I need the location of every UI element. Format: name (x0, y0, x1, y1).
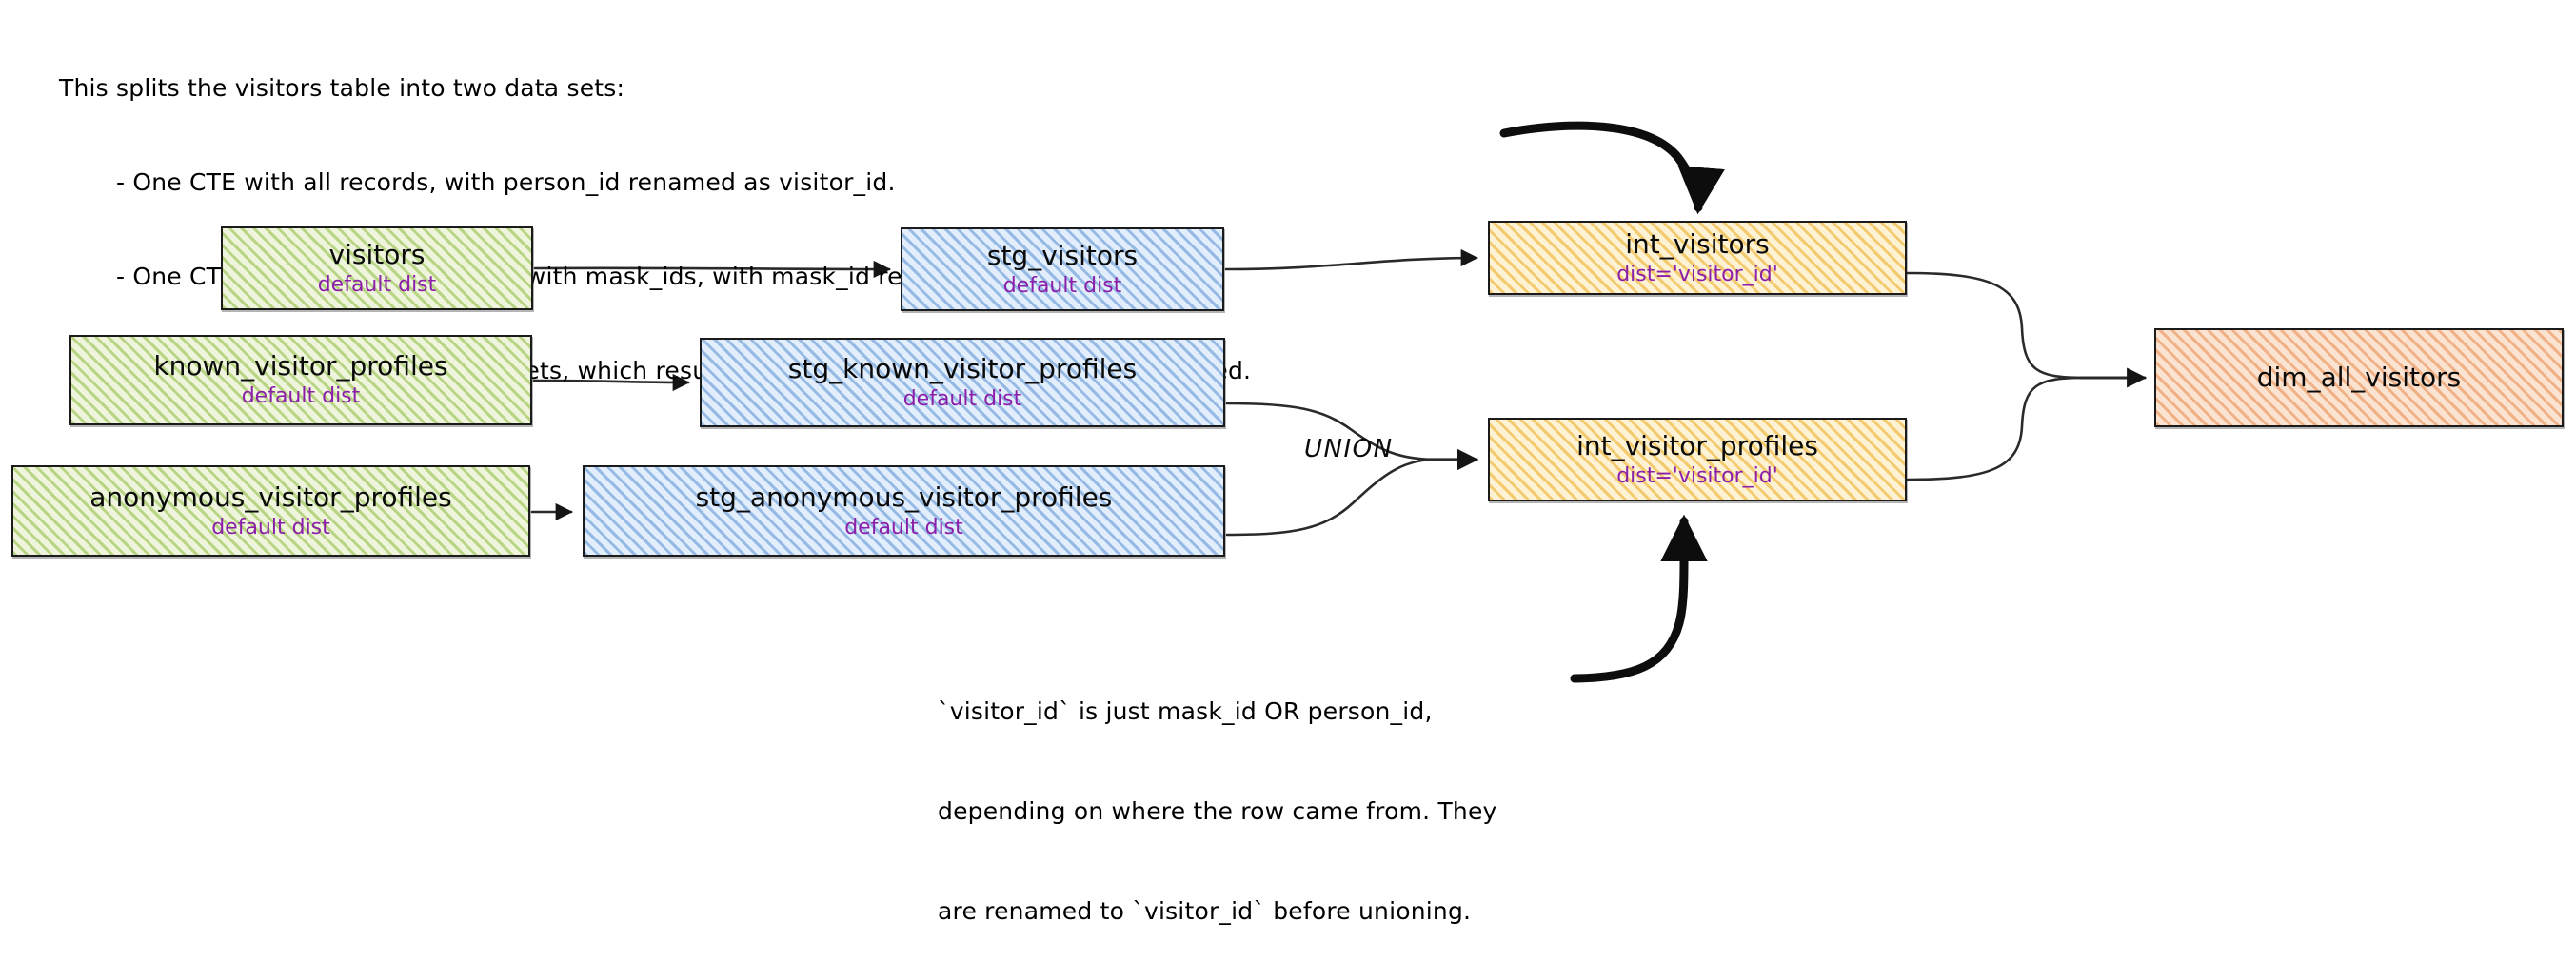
node-anonymous-visitor-profiles[interactable]: anonymous_visitor_profiles default dist (11, 465, 530, 557)
node-stg-anonymous-visitor-profiles[interactable]: stg_anonymous_visitor_profiles default d… (583, 465, 1225, 557)
edge-visitors-to-stg-visitors (533, 260, 891, 279)
edge-stg-anonymous-to-union (1225, 458, 1435, 537)
node-known-visitor-profiles[interactable]: known_visitor_profiles default dist (69, 335, 532, 425)
edge-stg-visitors-to-int-visitors (1224, 248, 1478, 271)
node-visitors[interactable]: visitors default dist (221, 226, 533, 310)
node-anonymous-visitor-profiles-subtitle: default dist (211, 515, 330, 539)
node-known-visitor-profiles-subtitle: default dist (241, 384, 361, 408)
node-visitors-subtitle: default dist (317, 272, 437, 297)
edge-known-to-stg-known (532, 373, 690, 392)
node-known-visitor-profiles-title: known_visitor_profiles (153, 350, 448, 382)
node-stg-known-visitor-profiles-subtitle: default dist (902, 386, 1022, 411)
edge-int-visitor-profiles-to-dim (1906, 376, 2087, 481)
node-stg-known-visitor-profiles[interactable]: stg_known_visitor_profiles default dist (700, 338, 1225, 427)
diagram-edges-layer (530, 121, 2148, 683)
node-stg-visitors-subtitle: default dist (1002, 273, 1122, 298)
node-int-visitors[interactable]: int_visitors dist='visitor_id' (1488, 221, 1907, 295)
edge-label-union: UNION (1304, 435, 1394, 463)
edge-stg-known-to-union (1225, 402, 1435, 461)
node-dim-all-visitors[interactable]: dim_all_visitors (2154, 328, 2564, 427)
footer-annotation-line-3: are renamed to `visitor_id` before union… (938, 897, 1472, 925)
node-stg-visitors[interactable]: stg_visitors default dist (901, 227, 1224, 311)
node-int-visitors-subtitle: dist='visitor_id' (1616, 262, 1778, 286)
footer-annotation-line-2: depending on where the row came from. Th… (938, 797, 1497, 825)
node-dim-all-visitors-title: dim_all_visitors (2256, 362, 2462, 393)
node-stg-known-visitor-profiles-title: stg_known_visitor_profiles (787, 352, 1138, 384)
header-annotation-lead: This splits the visitors table into two … (59, 74, 625, 102)
callout-arrow-to-int-visitor-profiles (1570, 514, 1708, 683)
node-int-visitors-title: int_visitors (1625, 227, 1770, 260)
footer-annotation: `visitor_id` is just mask_id OR person_i… (938, 628, 1497, 961)
callout-arrow-to-int-visitors (1499, 121, 1725, 215)
node-visitors-title: visitors (328, 238, 426, 270)
node-stg-visitors-title: stg_visitors (986, 239, 1139, 271)
node-stg-anonymous-visitor-profiles-title: stg_anonymous_visitor_profiles (695, 480, 1113, 513)
node-stg-anonymous-visitor-profiles-subtitle: default dist (844, 515, 963, 539)
edge-int-visitors-to-dim (1906, 271, 2087, 380)
footer-annotation-line-1: `visitor_id` is just mask_id OR person_i… (938, 697, 1433, 725)
node-int-visitor-profiles-title: int_visitor_profiles (1576, 429, 1818, 461)
header-annotation-bullet-1: - One CTE with all records, with person_… (116, 168, 896, 196)
node-anonymous-visitor-profiles-title: anonymous_visitor_profiles (89, 480, 452, 513)
node-int-visitor-profiles-subtitle: dist='visitor_id' (1616, 463, 1778, 488)
node-int-visitor-profiles[interactable]: int_visitor_profiles dist='visitor_id' (1488, 418, 1907, 501)
